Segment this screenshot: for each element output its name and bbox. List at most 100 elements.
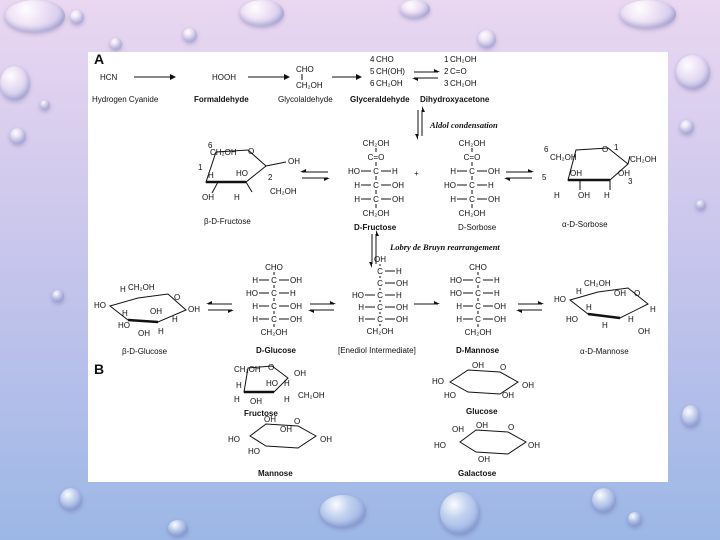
svg-text:CH₂OH: CH₂OH xyxy=(128,283,155,292)
glyceraldehyde-c2: CH(OH) xyxy=(376,67,405,76)
glycolaldehyde-cho: CHO xyxy=(296,65,314,74)
water-drop xyxy=(110,38,122,50)
water-drop xyxy=(70,10,84,24)
svg-text:CH₂OH: CH₂OH xyxy=(234,365,261,374)
d-glucose-label: D-Glucose xyxy=(256,346,297,355)
chain-substituent: OH xyxy=(290,276,302,285)
dihydroxyacetone-label: Dihydroxyacetone xyxy=(420,95,490,104)
svg-text:HO: HO xyxy=(434,441,446,450)
svg-text:6: 6 xyxy=(544,145,549,154)
chain-atom: CH₂OH xyxy=(363,209,390,218)
svg-text:O: O xyxy=(248,147,254,156)
svg-text:OH: OH xyxy=(638,327,650,336)
dihydroxyacetone-c1: CH₂OH xyxy=(450,55,477,64)
beta-glucose-ring: O CH₂OH H HO H HO OH H OH OH H xyxy=(94,283,200,338)
chain-substituent: H xyxy=(252,315,258,324)
svg-text:HO: HO xyxy=(118,321,130,330)
arrow-head xyxy=(434,301,440,304)
glyceraldehyde-label: Glyceraldehyde xyxy=(350,95,410,104)
chain-substituent: H xyxy=(354,195,360,204)
carbon-number: 3 xyxy=(444,79,449,88)
svg-text:O: O xyxy=(500,363,506,372)
water-drop xyxy=(60,488,82,510)
chain-atom: C xyxy=(271,276,277,285)
chain-substituent: OH xyxy=(494,315,506,324)
water-drop xyxy=(682,405,700,427)
chain-atom: C xyxy=(475,276,481,285)
plus-sign: + xyxy=(414,169,419,178)
water-drop xyxy=(676,55,710,89)
arrow-head xyxy=(369,262,372,268)
fructose-ring: O CH₂OH OH H HO H H OH H CH₂OH xyxy=(234,363,325,406)
chain-substituent: H xyxy=(450,195,456,204)
alpha-sorbose-ring: O CH₂OH 6 1 CH₂OH 5 OH OH 3 H OH H xyxy=(542,143,657,200)
svg-text:1: 1 xyxy=(198,163,203,172)
carbon-number: 4 xyxy=(370,55,375,64)
svg-text:OH: OH xyxy=(280,425,292,434)
glyceraldehyde-c1: CHO xyxy=(376,55,394,64)
galactose-label: Galactose xyxy=(458,469,497,478)
arrow-head xyxy=(528,169,534,172)
chain-atom: CHO xyxy=(469,263,487,272)
chain-substituent: H xyxy=(252,276,258,285)
chain-substituent: H xyxy=(396,267,402,276)
svg-text:H: H xyxy=(122,309,128,318)
glycolaldehyde-label: Glycolaldehyde xyxy=(278,95,333,104)
chain-substituent: OH xyxy=(396,315,408,324)
svg-text:H: H xyxy=(576,287,582,296)
chain-atom: C xyxy=(377,279,383,288)
chain-atom: CH₂OH xyxy=(261,328,288,337)
mannose-chair: O OH OH HO HO OH xyxy=(228,415,332,456)
water-drop xyxy=(40,100,50,110)
d-sorbose-label: D-Sorbose xyxy=(458,223,497,232)
svg-text:HO: HO xyxy=(432,377,444,386)
chain-atom: C xyxy=(469,181,475,190)
beta-fructose-label: β-D-Fructose xyxy=(204,217,251,226)
arrow-head xyxy=(538,301,544,304)
svg-text:OH: OH xyxy=(202,193,214,202)
chain-substituent: HO xyxy=(352,291,364,300)
water-drop xyxy=(52,290,64,302)
chain-atom: C xyxy=(377,315,383,324)
chain-atom: C=O xyxy=(368,153,385,162)
formaldehyde-label: Formaldehyde xyxy=(194,95,249,104)
d-mannose-label: D-Mannose xyxy=(456,346,500,355)
svg-text:H: H xyxy=(586,303,592,312)
arrow-head xyxy=(308,310,314,313)
chain-substituent: OH xyxy=(396,303,408,312)
svg-text:HO: HO xyxy=(236,169,248,178)
chain-atom: C xyxy=(377,267,383,276)
chain-substituent: H xyxy=(456,302,462,311)
chain-atom: OH xyxy=(374,255,386,264)
chain-atom: CH₂OH xyxy=(465,328,492,337)
svg-text:O: O xyxy=(508,423,514,432)
chain-atom: CH₂OH xyxy=(459,209,486,218)
svg-text:H: H xyxy=(236,381,242,390)
chain-substituent: HO xyxy=(246,289,258,298)
svg-text:OH: OH xyxy=(288,157,300,166)
svg-text:H: H xyxy=(628,315,634,324)
arrow-head xyxy=(300,169,306,172)
glucose-label: Glucose xyxy=(466,407,498,416)
svg-text:CH₂OH: CH₂OH xyxy=(270,187,297,196)
svg-text:HO: HO xyxy=(94,301,106,310)
svg-text:O: O xyxy=(268,363,274,372)
chain-substituent: OH xyxy=(494,302,506,311)
chain-substituent: H xyxy=(450,167,456,176)
arrow-head xyxy=(170,74,176,80)
svg-text:2: 2 xyxy=(268,173,273,182)
svg-text:H: H xyxy=(208,171,214,180)
diagram-slide: A HCN HOOH CHO CH₂OH 4 CHO 5 CH(OH) 6 CH… xyxy=(88,52,668,482)
hooh-formula: HOOH xyxy=(212,73,236,82)
svg-text:O: O xyxy=(634,289,640,298)
svg-text:OH: OH xyxy=(472,361,484,370)
svg-text:H: H xyxy=(172,315,178,324)
svg-text:OH: OH xyxy=(138,329,150,338)
alpha-mannose-ring: O CH₂OH OH H HO HO H H H H OH xyxy=(554,279,656,336)
dihydroxyacetone-c3: CH₂OH xyxy=(450,79,477,88)
chain-substituent: H xyxy=(456,315,462,324)
svg-text:OH: OH xyxy=(502,391,514,400)
